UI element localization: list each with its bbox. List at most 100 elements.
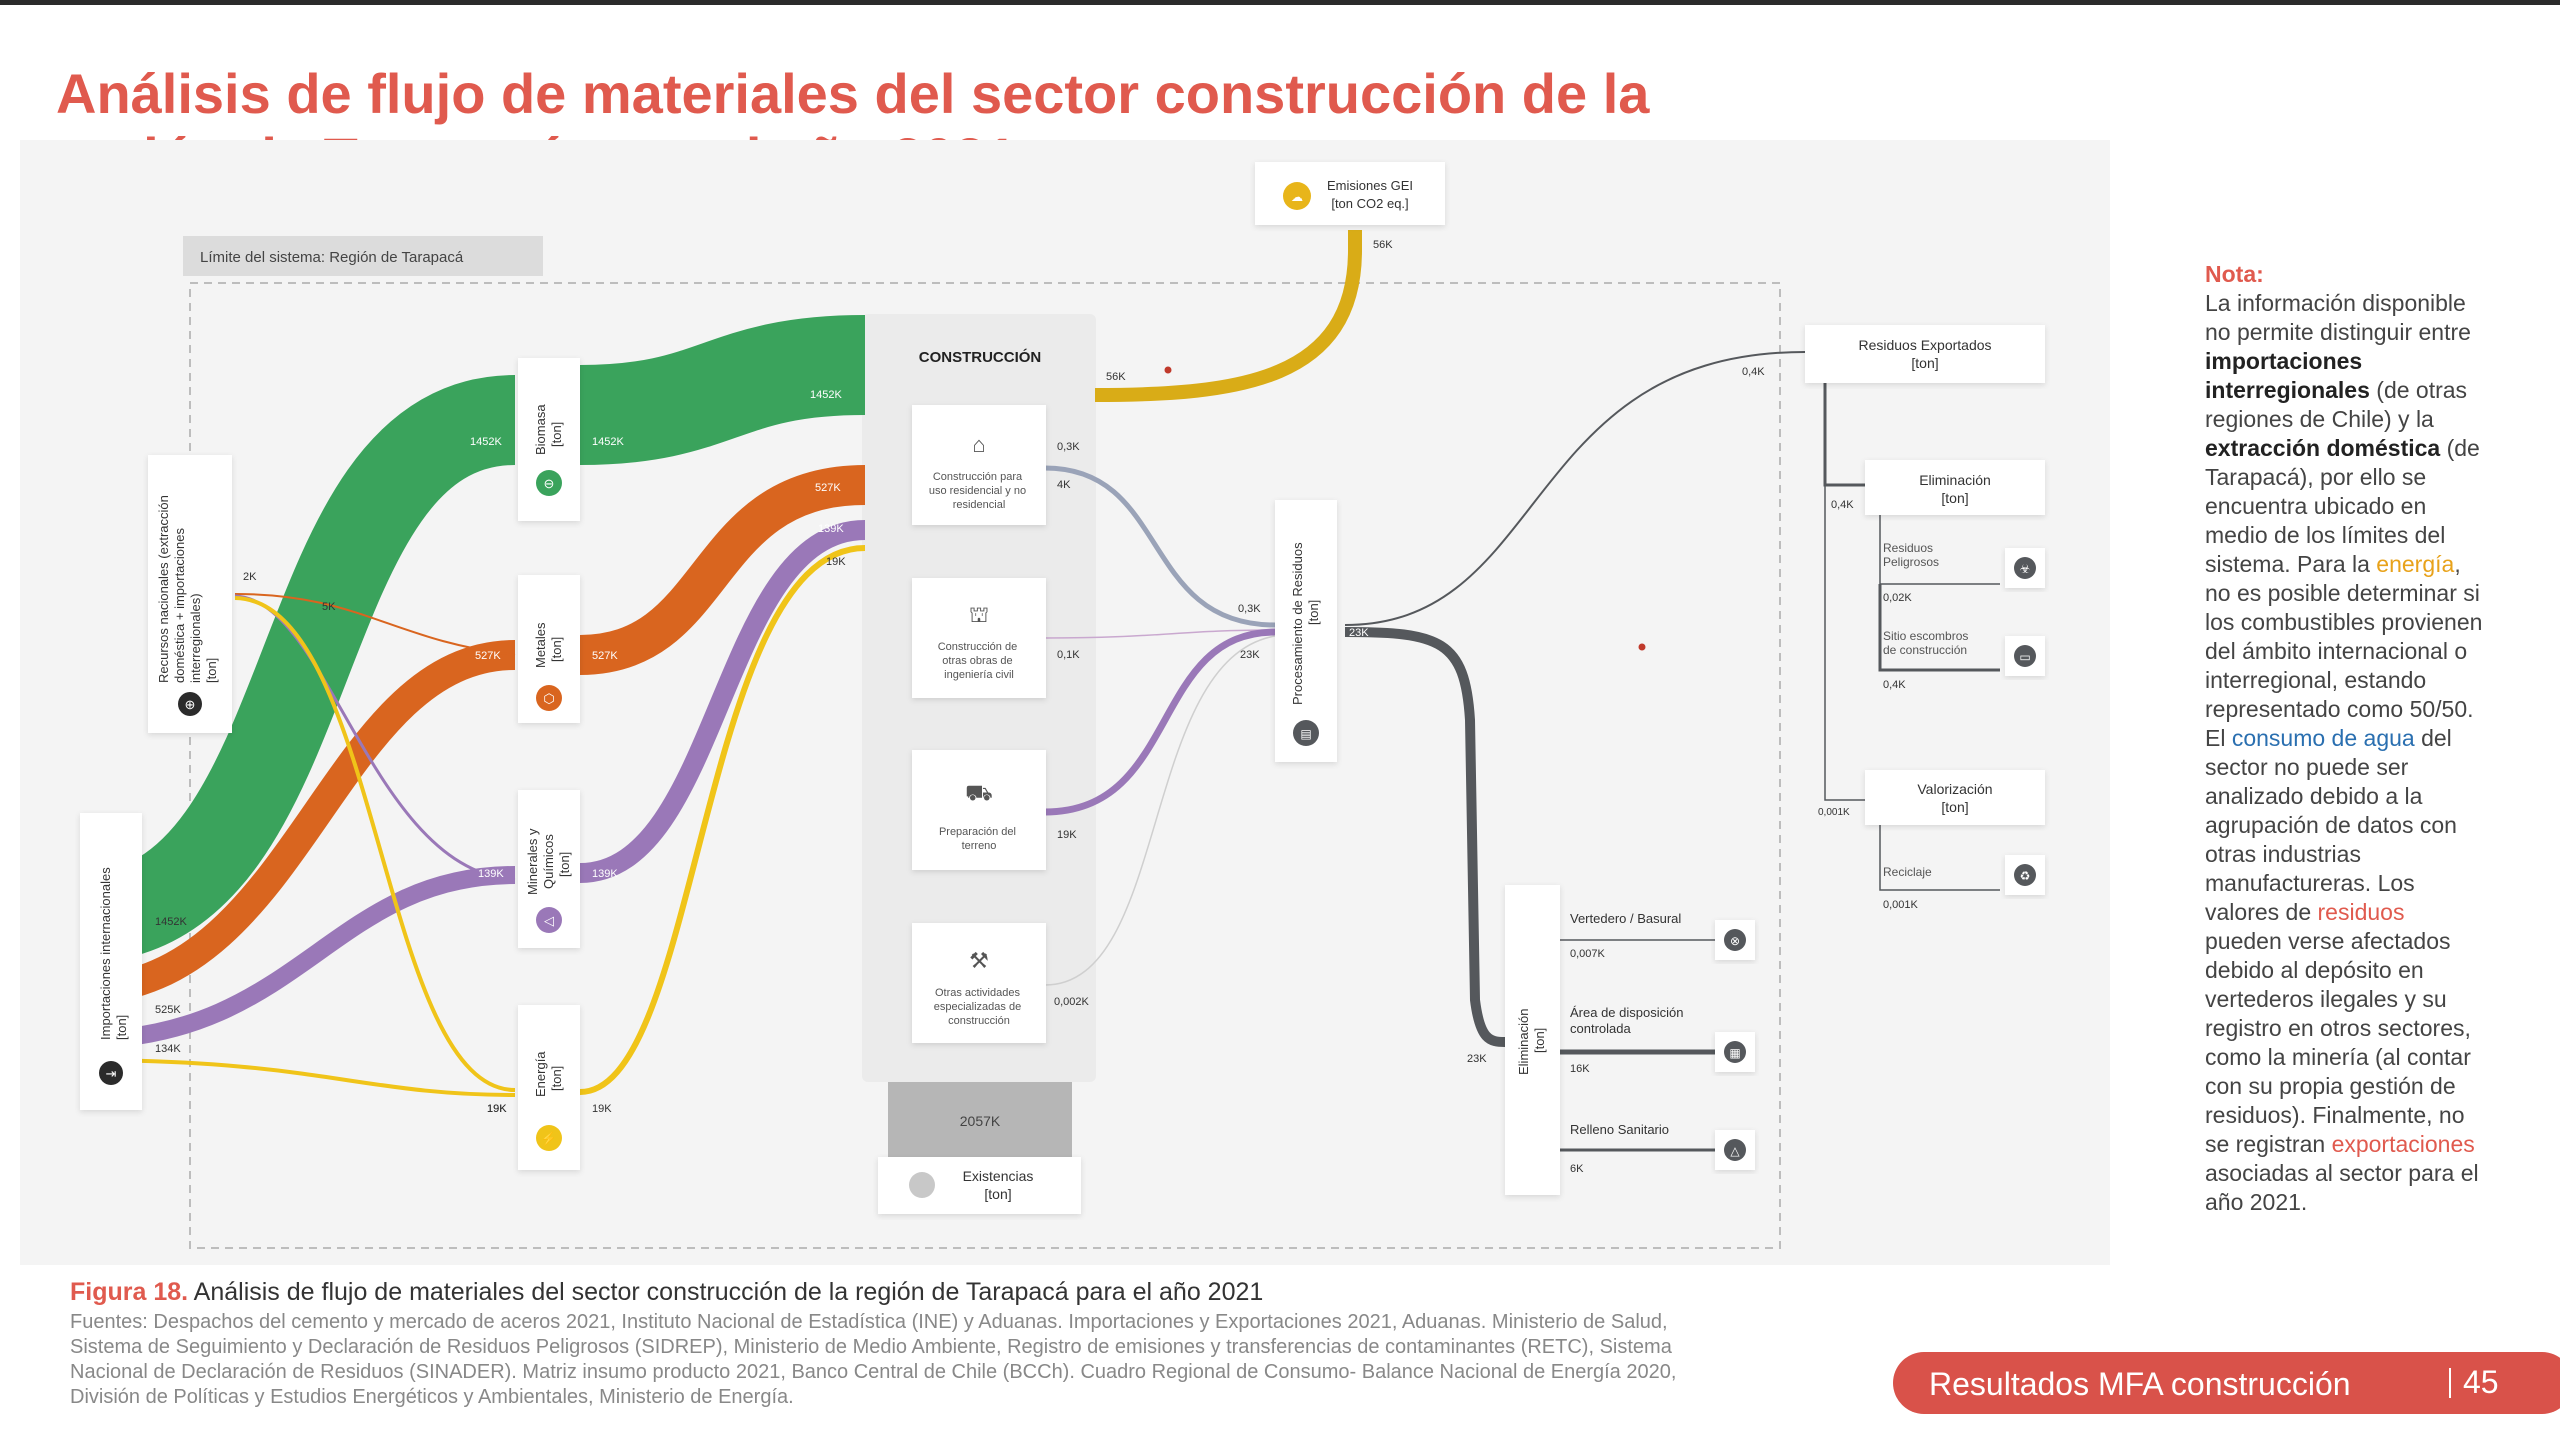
svg-text:▤: ▤ [1300, 727, 1311, 741]
value-label: 0,007K [1570, 948, 1606, 960]
value-label: 1452K [810, 389, 842, 401]
value-label: 4K [1057, 479, 1071, 491]
svg-text:Construcción de otras ob: Construcción de otras obras de ingenierí… [938, 641, 1021, 681]
reciclaje-label: Reciclaje [1883, 865, 1932, 879]
tree-reciclaje [1879, 825, 2000, 891]
value-label: 0,002K [1054, 996, 1090, 1008]
caption-sources: Fuentes: Despachos del cemento y mercado… [70, 1311, 1677, 1408]
landfill-icon [1724, 929, 1746, 951]
import-icon-glyph: ⇥ [106, 1066, 117, 1081]
flow-ghg [1094, 230, 1362, 402]
value-label: 0,001K [1818, 807, 1850, 818]
sub-otras-obras: ⛫ Construcción de otras obras de ingenie… [912, 578, 1046, 698]
disposal-icon [1724, 1041, 1746, 1063]
system-boundary-label: Límite del sistema: Región de Tarapacá [200, 249, 464, 266]
tree-escombros [1878, 584, 2000, 672]
stock-value: 2057K [960, 1113, 1001, 1129]
node-emisiones: ☁ Emisiones GEI [ton CO2 eq.] [1255, 162, 1445, 225]
minerales-icon [536, 907, 562, 933]
sanitary-landfill-icon [1724, 1139, 1746, 1161]
value-label: 0,4K [1831, 499, 1854, 511]
flow-national-metales [234, 593, 516, 656]
value-label: 16K [1570, 1063, 1590, 1075]
node-valorizacion: Valorización [ton] [1865, 770, 2045, 825]
svg-text:△: △ [1730, 1144, 1740, 1158]
svg-text:▭: ▭ [2019, 650, 2030, 664]
node-procesamiento: Procesamiento de Residuos [ton] ▤ [1275, 500, 1337, 762]
node-national: Recursos nacionales (extracción doméstic… [148, 455, 232, 733]
svg-text:⚡: ⚡ [541, 1131, 557, 1147]
value-label: 0,001K [1883, 899, 1919, 911]
relleno-icon-box: △ [1715, 1130, 1755, 1170]
value-label: 527K [475, 650, 501, 662]
note-block: Nota: La información disponible no permi… [2205, 260, 2485, 1217]
system-boundary-label-box [183, 236, 543, 276]
svg-text:⊗: ⊗ [1730, 934, 1740, 948]
flow-sub2-procesamiento [1044, 629, 1276, 639]
relleno-label: Relleno Sanitario [1570, 1122, 1669, 1137]
vertedero-icon-box: ⊗ [1715, 920, 1755, 960]
system-boundary [189, 282, 1781, 1249]
svg-text:Minerales y Químicos: Minerales y Químicos [ton] [525, 825, 572, 895]
value-label: 139K [818, 523, 844, 535]
node-existencias: Existencias [ton] [878, 1157, 1081, 1214]
tools-icon: ⚒ [969, 948, 989, 973]
node-eliminacion-v: Eliminación [ton] [1505, 885, 1560, 1195]
flow-procesamiento-eliminacion [1344, 627, 1506, 1047]
value-label: 134K [155, 1043, 181, 1055]
flow-sub4-procesamiento [1044, 635, 1276, 986]
svg-text:◁: ◁ [544, 913, 554, 928]
page-number: 45 [2463, 1364, 2499, 1400]
flow-imports-metales [79, 640, 516, 1005]
metales-icon [536, 685, 562, 711]
value-label: 0,4K [1742, 366, 1765, 378]
sub-otras-actividades: ⚒ Otras actividades especializadas de co… [912, 923, 1046, 1043]
stock-icon [909, 1172, 935, 1198]
node-biomasa: Biomasa [ton] ⊖ [518, 358, 580, 521]
flow-sub1-procesamiento [1044, 465, 1276, 628]
svg-text:Otras actividades especi: Otras actividades especializadas de cons… [934, 987, 1025, 1027]
svg-text:Procesamiento de Residuos: Procesamiento de Residuos [ton] [1290, 539, 1321, 705]
flow-national-energia [234, 596, 516, 1092]
svg-text:[ton]: [ton] [1911, 355, 1938, 371]
figure-caption: Figura 18. Análisis de flujo de material… [70, 1276, 1720, 1410]
crane-icon: ⛫ [969, 602, 989, 627]
value-label: 0,3K [1238, 603, 1261, 615]
svg-text:☣: ☣ [2020, 562, 2031, 576]
svg-text:Metales [ton]: Metales [ton] [533, 619, 564, 668]
value-label: 23K [1349, 627, 1369, 639]
tree-exportados-valorizacion [1824, 485, 1865, 801]
flow-imports-biomasa [77, 375, 518, 963]
svg-text:♻: ♻ [2020, 869, 2031, 883]
value-label: 19K [487, 1103, 507, 1115]
imports-label: Importaciones internacionales [ton] [98, 864, 129, 1040]
svg-text:[ton]: [ton] [984, 1186, 1011, 1202]
node-metales: Metales [ton] ⬡ [518, 575, 580, 723]
national-resources-icon [178, 692, 202, 716]
flow-biomasa-construccion [579, 315, 866, 465]
construction-title: CONSTRUCCIÓN [919, 348, 1042, 366]
node-minerales: Minerales y Químicos [ton] ◁ [518, 790, 580, 948]
value-label: 525K [155, 1004, 181, 1016]
flow-imports-energia [79, 1058, 516, 1097]
biomasa-icon [536, 470, 562, 496]
svg-text:Energía [ton]: Energía [ton] [533, 1048, 564, 1097]
import-icon [99, 1061, 123, 1085]
debris-icon [2014, 645, 2036, 667]
svg-text:⬡: ⬡ [543, 691, 554, 706]
node-energia: Energía [ton] ⚡ [518, 1005, 580, 1170]
svg-text:▦: ▦ [1729, 1046, 1740, 1060]
flow-metales-construccion [579, 465, 866, 675]
red-dot [1638, 643, 1646, 651]
value-label: 6K [1570, 1163, 1584, 1175]
value-label: 0,02K [1883, 592, 1912, 604]
caption-text: Análisis de flujo de materiales del sect… [188, 1278, 1264, 1306]
svg-text:☁: ☁ [1291, 190, 1303, 204]
top-rule [0, 0, 2560, 5]
sub-preparacion-terreno: ⛟ Preparación del terreno [912, 750, 1046, 870]
svg-text:Construcción para uso re: Construcción para uso residencial y no r… [929, 471, 1029, 511]
svg-text:Eliminación: Eliminación [1919, 472, 1991, 488]
value-label: 0,3K [1057, 441, 1080, 453]
roller-icon: ⛟ [965, 780, 993, 805]
value-label: 1452K [470, 436, 502, 448]
